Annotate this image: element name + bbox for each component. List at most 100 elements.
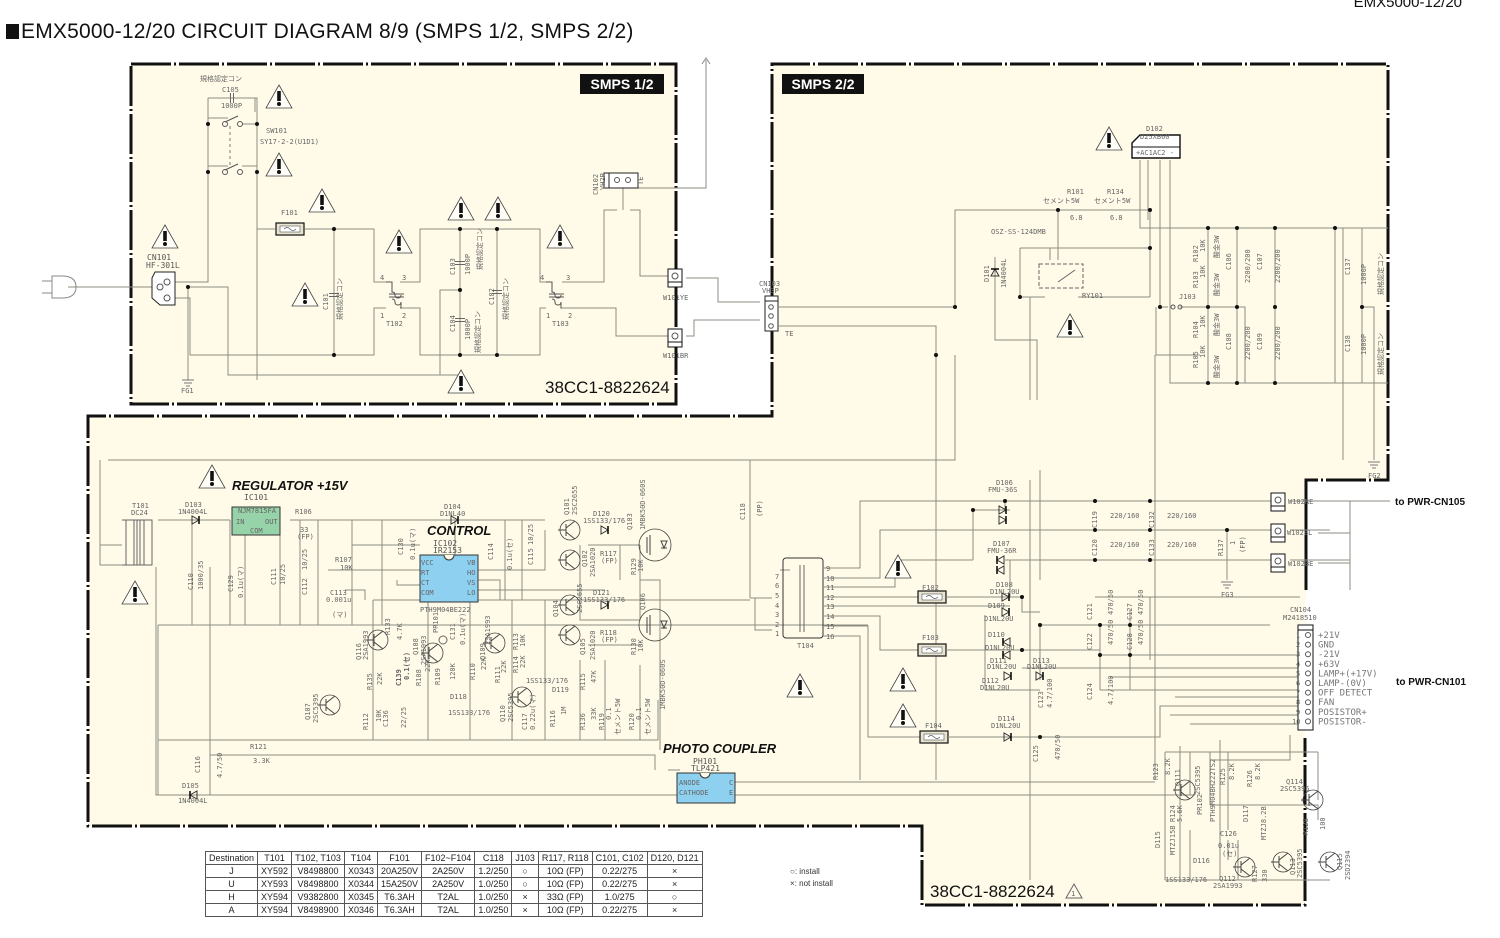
svg-text:Q110: Q110 [499,705,507,722]
svg-text:6: 6 [775,582,779,590]
svg-text:FMU-36R: FMU-36R [987,547,1017,555]
to-pwr-cn105-label[interactable]: to PWR-CN105 [1395,497,1465,508]
t103-pin1: 1 [546,312,550,320]
svg-text:470/50: 470/50 [1107,620,1115,645]
svg-text:10/25: 10/25 [301,549,309,570]
ry101-part: OSZ-SS-124DMB [991,228,1046,236]
svg-text:8.2K: 8.2K [1164,757,1172,775]
svg-text:(セ): (セ) [1222,850,1237,858]
svg-text:酸金3W: 酸金3W [1212,273,1221,296]
c102-ref: C102 [488,288,496,305]
svg-text:D1NL20U: D1NL20U [980,684,1010,692]
svg-text:VCC: VCC [421,559,434,567]
title-bullet-icon [6,24,19,39]
svg-text:4.7/100: 4.7/100 [1107,675,1115,705]
r121-ref: R121 [250,743,267,751]
r118-ref: R118 [600,629,617,637]
d102-value: D25XB60 [1140,133,1170,141]
svg-text:C123: C123 [1037,691,1045,708]
svg-text:2SA1993: 2SA1993 [362,630,370,660]
svg-text:Q112: Q112 [1219,875,1236,883]
svg-text:13: 13 [826,603,834,611]
ph101-pin-cathode: CATHODE [679,789,709,797]
svg-text:9: 9 [826,565,830,573]
cn104-pin-label: FAN [1318,698,1334,708]
table-cell: 1.0/275 [591,890,648,904]
svg-text:1SS133/176: 1SS133/176 [526,677,568,685]
regulator-cap-labels: C110 1000/35 C129 0.1u(マ) C111 10/25 C11… [187,549,309,598]
svg-text:R103: R103 [1192,271,1200,288]
svg-text:22K: 22K [519,655,527,668]
c118-ref: C118 [739,503,747,520]
cn103-value: VH3P [762,287,779,295]
svg-text:22K: 22K [424,659,432,672]
svg-text:C137: C137 [1344,258,1352,275]
svg-text:D1NL20U: D1NL20U [987,663,1017,671]
svg-text:16: 16 [826,633,834,641]
table-cell: V8498800 [291,877,345,891]
r130-value: 10K [637,639,645,652]
to-pwr-cn101-label[interactable]: to PWR-CN101 [1396,677,1466,688]
svg-text:CT: CT [421,579,430,587]
svg-text:R136: R136 [579,713,587,730]
svg-text:22/25: 22/25 [400,707,408,728]
q106-ref: Q106 [639,593,647,610]
c103-ref: C103 [449,258,457,275]
svg-text:R127: R127 [1251,865,1259,882]
secondary-junctions [971,499,1229,739]
svg-text:規格認定コン: 規格認定コン [1376,333,1385,375]
cn104-pin-label: POSISTOR- [1318,717,1367,727]
r106-value: 33 [300,526,308,534]
cn105-bundle [1318,500,1390,564]
r118-note: (FP) [601,636,618,644]
ic101-regulator [231,506,281,536]
table-cell: 20A250V [376,864,423,878]
photo-coupler-block-label: PHOTO COUPLER [663,741,777,756]
cn104-pin [1305,670,1311,677]
cn104-ref: CN104 [1290,606,1311,614]
svg-text:酸金3W: 酸金3W [1212,235,1221,258]
fg2-label: FG2 [1368,472,1381,480]
svg-text:10K: 10K [1199,345,1207,358]
svg-text:2SC5395: 2SC5395 [1280,785,1310,793]
svg-text:2: 2 [775,621,779,629]
svg-text:Q108: Q108 [412,638,420,655]
svg-text:3: 3 [775,611,779,619]
svg-text:2SC5395: 2SC5395 [1194,765,1202,795]
svg-text:C119: C119 [1091,511,1099,528]
svg-text:0.1u(マ): 0.1u(マ) [459,613,467,645]
c104-value: 1000P [464,319,472,340]
cn104-pin [1305,651,1311,658]
svg-text:R115: R115 [579,673,587,690]
table-cell: XY593 [257,877,293,891]
svg-text:Q115: Q115 [1336,853,1344,870]
svg-text:Q109: Q109 [479,643,487,660]
w102re-label: W102RE [1288,498,1313,506]
smps1-board [131,64,676,404]
svg-text:C106: C106 [1225,253,1233,270]
svg-text:2SA1993: 2SA1993 [1213,882,1243,890]
svg-text:33K: 33K [590,707,598,720]
t102-pin4: 4 [380,274,384,282]
svg-text:1000P: 1000P [1360,264,1368,285]
svg-text:100: 100 [1319,817,1327,830]
svg-text:10K: 10K [1199,239,1207,252]
svg-text:2SC2655: 2SC2655 [576,583,584,613]
table-cell: XY594 [257,903,293,917]
svg-text:22K: 22K [480,657,488,670]
svg-text:220/160: 220/160 [1110,541,1140,549]
d101-value: 1N4004L [1000,258,1008,288]
smps2-tag-bg [782,74,864,94]
c115-value: 10/25 [527,524,535,545]
driver-transistor-labels: Q101 2SC2655 Q102 2SA1020 Q104 2SC2655 Q… [552,485,597,660]
table-cell: A [204,903,259,917]
svg-text:RT: RT [421,569,430,577]
f101-ref: F101 [281,209,298,217]
lower-wiring [99,355,1195,796]
c114-value: 0.1u(セ) [506,538,514,570]
table-cell: 1.2/250 [474,864,513,878]
svg-text:Q102: Q102 [581,550,589,567]
svg-text:Q107: Q107 [304,703,312,720]
